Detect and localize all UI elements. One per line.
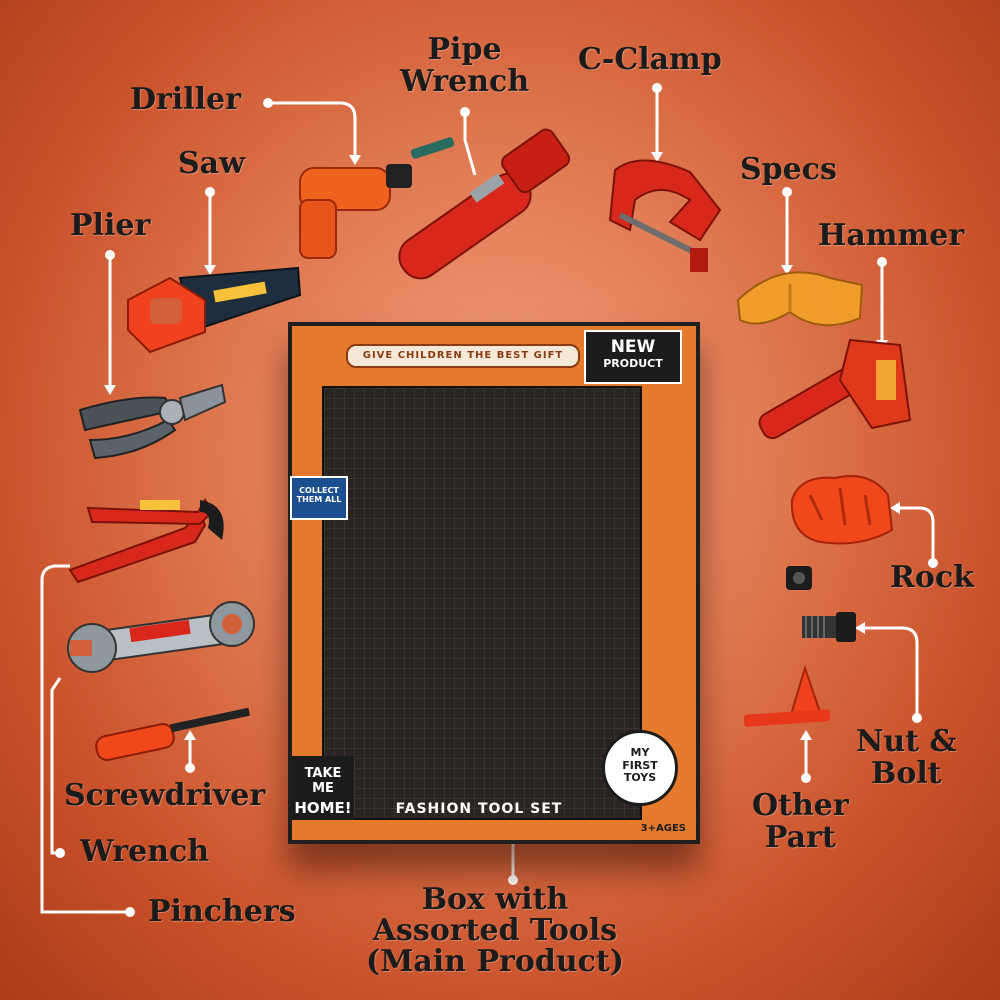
- product-text: PRODUCT: [603, 357, 663, 370]
- goggles-icon: [736, 271, 864, 327]
- label-screwdriver: Screwdriver: [64, 778, 266, 813]
- label-c-clamp: C-Clamp: [578, 42, 722, 77]
- cone-icon: [743, 664, 831, 727]
- pipe-wrench-icon: [398, 128, 571, 280]
- label-wrench: Wrench: [80, 834, 210, 869]
- plier-icon: [78, 383, 227, 460]
- take-me-text: TAKE ME: [304, 766, 342, 796]
- label-pipe-wrench: Pipe Wrench: [400, 32, 530, 99]
- box-title: FASHION TOOL SET: [395, 801, 563, 817]
- label-hammer: Hammer: [818, 218, 965, 253]
- drill-icon: [299, 137, 455, 259]
- label-nut-bolt: Nut & Bolt: [856, 724, 957, 791]
- hammer-icon: [758, 338, 912, 440]
- new-product-badge: NEW PRODUCT: [584, 330, 682, 384]
- new-text: NEW: [610, 337, 656, 357]
- label-rock: Rock: [890, 560, 974, 595]
- bolt-icon: [802, 612, 856, 642]
- home-text: HOME!: [294, 799, 352, 817]
- nut-icon: [786, 566, 812, 590]
- label-specs: Specs: [740, 152, 837, 187]
- c-clamp-icon: [608, 159, 722, 272]
- screwdriver-icon: [95, 707, 250, 761]
- my-first-toys-badge: MY FIRST TOYS: [602, 730, 678, 806]
- label-plier: Plier: [70, 208, 151, 243]
- box-window: [322, 386, 642, 820]
- label-box: Box with Assorted Tools (Main Product): [366, 882, 624, 980]
- take-me-home-badge: TAKE ME HOME!: [292, 756, 354, 820]
- saw-icon: [127, 266, 302, 354]
- label-other-part: Other Part: [752, 788, 849, 855]
- ages-text: 3+AGES: [640, 823, 686, 834]
- pinchers-icon: [68, 498, 224, 584]
- label-driller: Driller: [130, 82, 241, 117]
- label-saw: Saw: [178, 146, 245, 181]
- box-slogan: GIVE CHILDREN THE BEST GIFT: [346, 344, 580, 368]
- product-box: GIVE CHILDREN THE BEST GIFT NEW PRODUCT …: [288, 322, 700, 844]
- label-pinchers: Pinchers: [148, 894, 296, 929]
- rock-icon: [790, 475, 894, 545]
- collect-badge: COLLECT THEM ALL: [290, 476, 348, 520]
- wrench-icon: [67, 601, 255, 673]
